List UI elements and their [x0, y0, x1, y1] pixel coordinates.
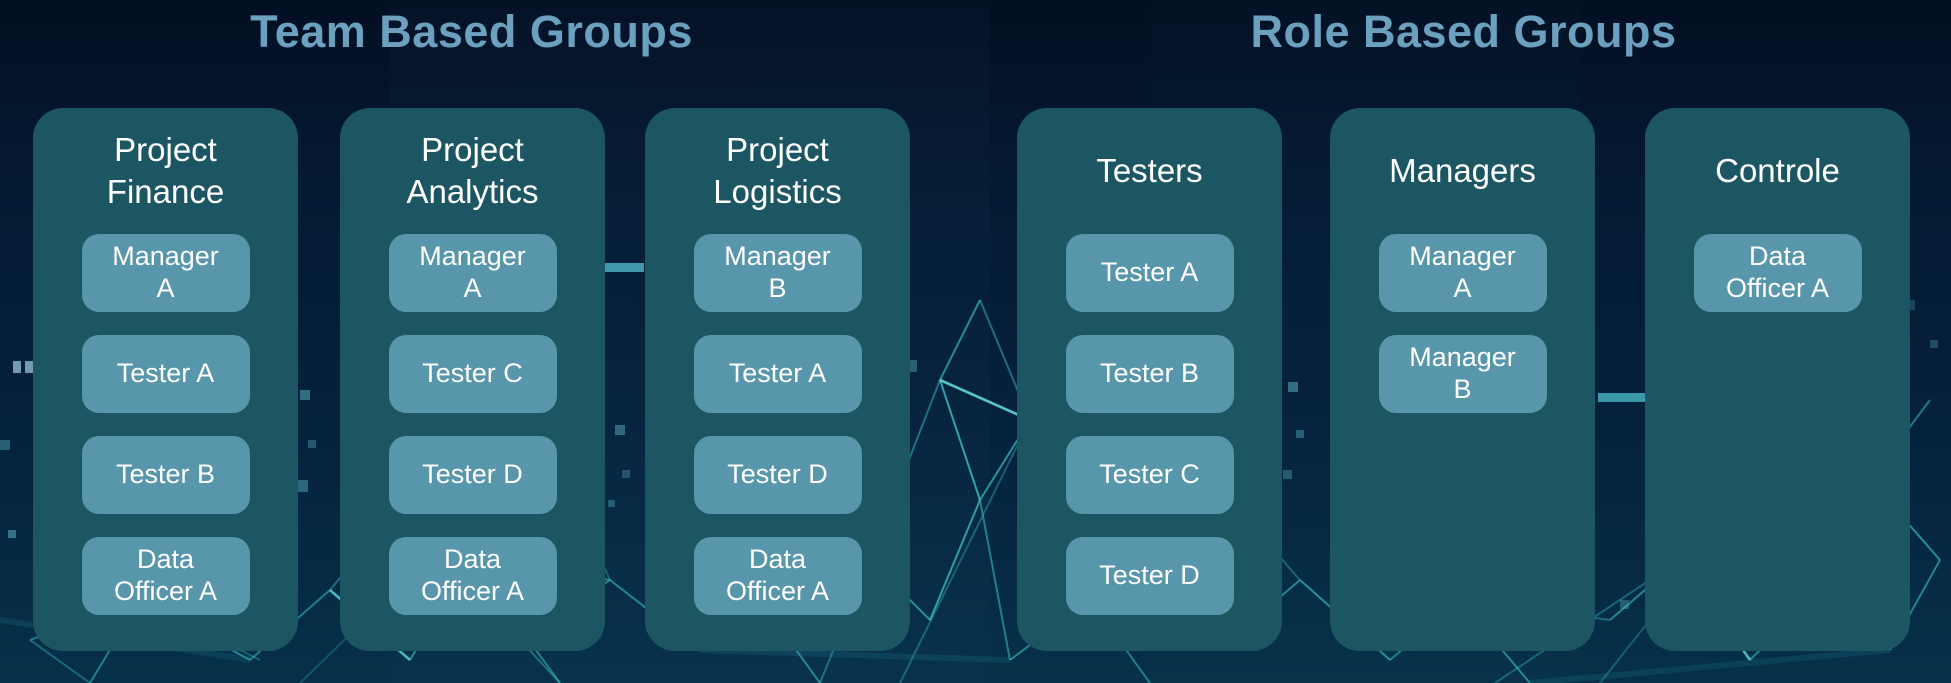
group-card-project-finance: Project Finance Manager A Tester A Teste…: [33, 108, 298, 651]
member-chip: Tester D: [693, 436, 862, 514]
group-card-controle: Controle Data Officer A: [1645, 108, 1910, 651]
member-chip: Tester C: [388, 335, 557, 413]
member-list: Manager B Tester A Tester D Data Officer…: [693, 234, 862, 615]
member-list: Tester A Tester B Tester C Tester D: [1065, 234, 1234, 615]
member-chip: Data Officer A: [693, 537, 862, 615]
member-chip: Tester A: [693, 335, 862, 413]
member-chip: Data Officer A: [81, 537, 250, 615]
member-chip: Data Officer A: [1693, 234, 1862, 312]
group-title: Testers: [1096, 151, 1203, 189]
member-chip: Tester D: [1065, 537, 1234, 615]
member-chip: Manager A: [1378, 234, 1547, 312]
member-list: Manager A Tester C Tester D Data Officer…: [388, 234, 557, 615]
member-chip: Manager A: [388, 234, 557, 312]
member-chip: Tester C: [1065, 436, 1234, 514]
group-title: Managers: [1389, 151, 1536, 189]
group-title: Controle: [1715, 151, 1840, 189]
member-chip: Manager A: [81, 234, 250, 312]
group-card-project-analytics: Project Analytics Manager A Tester C Tes…: [340, 108, 605, 651]
group-card-managers: Managers Manager A Manager B: [1330, 108, 1595, 651]
group-card-testers: Testers Tester A Tester B Tester C Teste…: [1017, 108, 1282, 651]
member-list: Data Officer A: [1693, 234, 1862, 312]
group-title: Project Analytics: [406, 130, 539, 210]
member-list: Manager A Manager B: [1378, 234, 1547, 413]
member-chip: Manager B: [693, 234, 862, 312]
member-chip: Manager B: [1378, 335, 1547, 413]
group-card-project-logistics: Project Logistics Manager B Tester A Tes…: [645, 108, 910, 651]
member-chip: Tester D: [388, 436, 557, 514]
member-chip: Tester A: [81, 335, 250, 413]
member-chip: Tester B: [1065, 335, 1234, 413]
section-title-team-based: Team Based Groups: [250, 6, 693, 57]
member-chip: Data Officer A: [388, 537, 557, 615]
member-chip: Tester A: [1065, 234, 1234, 312]
member-chip: Tester B: [81, 436, 250, 514]
member-list: Manager A Tester A Tester B Data Officer…: [81, 234, 250, 615]
group-title: Project Finance: [106, 130, 225, 210]
section-title-role-based: Role Based Groups: [1250, 6, 1677, 57]
group-title: Project Logistics: [713, 130, 842, 210]
